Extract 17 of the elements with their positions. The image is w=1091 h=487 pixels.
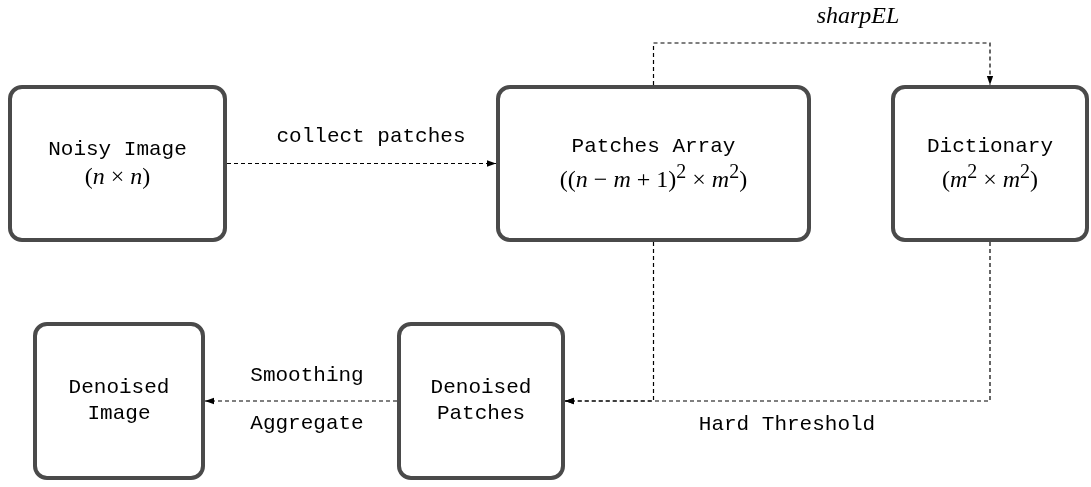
process-box <box>33 322 205 480</box>
dimension-formula: (n × n) <box>84 163 151 191</box>
box-title: Denoised Patches <box>429 374 533 427</box>
process-box <box>8 85 227 242</box>
box-title: Noisy Image <box>48 136 187 163</box>
box-title: Dictionary <box>927 133 1053 160</box>
process-box <box>891 85 1089 242</box>
box-title: Patches Array <box>571 133 736 160</box>
process-box <box>496 85 811 242</box>
dimension-formula: ((n − m + 1)$^{2}$ × m$^{2}$) <box>559 160 748 194</box>
process-box <box>397 322 565 480</box>
arrow <box>204 397 398 405</box>
dimension-formula: (m$^{2}$ × m$^{2}$) <box>941 160 1039 194</box>
arrow <box>564 241 991 405</box>
arrow <box>652 42 994 86</box>
arrow <box>226 160 497 167</box>
box-title: Denoised Image <box>67 374 171 427</box>
